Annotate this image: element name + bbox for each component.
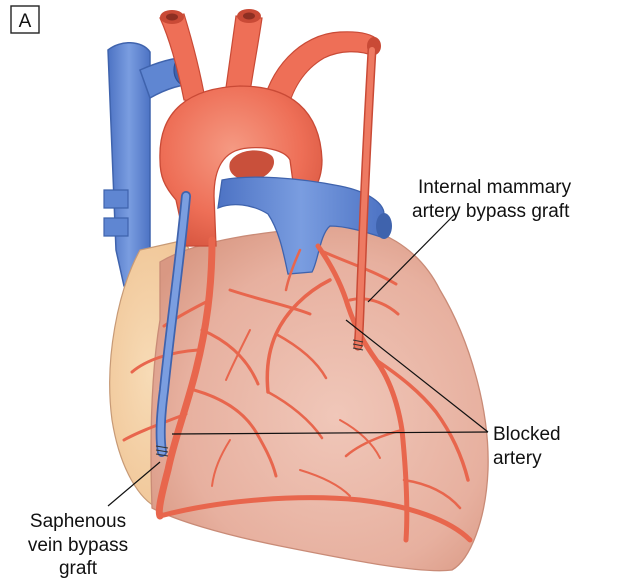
svg-text:artery: artery	[493, 448, 542, 469]
svg-text:artery bypass graft: artery bypass graft	[412, 201, 570, 222]
label-internal-mammary: Internal mammary artery bypass graft	[412, 177, 572, 222]
svg-text:Saphenous: Saphenous	[30, 511, 126, 532]
label-saphenous-vein: Saphenous vein bypass graft	[28, 511, 128, 578]
svg-text:vein bypass: vein bypass	[28, 535, 128, 556]
svg-text:graft: graft	[59, 558, 98, 578]
panel-label: A	[11, 6, 39, 33]
label-blocked-artery: Blocked artery	[493, 424, 561, 469]
svg-text:Internal mammary: Internal mammary	[418, 177, 572, 198]
svg-text:A: A	[19, 11, 32, 32]
svg-text:Blocked: Blocked	[493, 424, 561, 445]
